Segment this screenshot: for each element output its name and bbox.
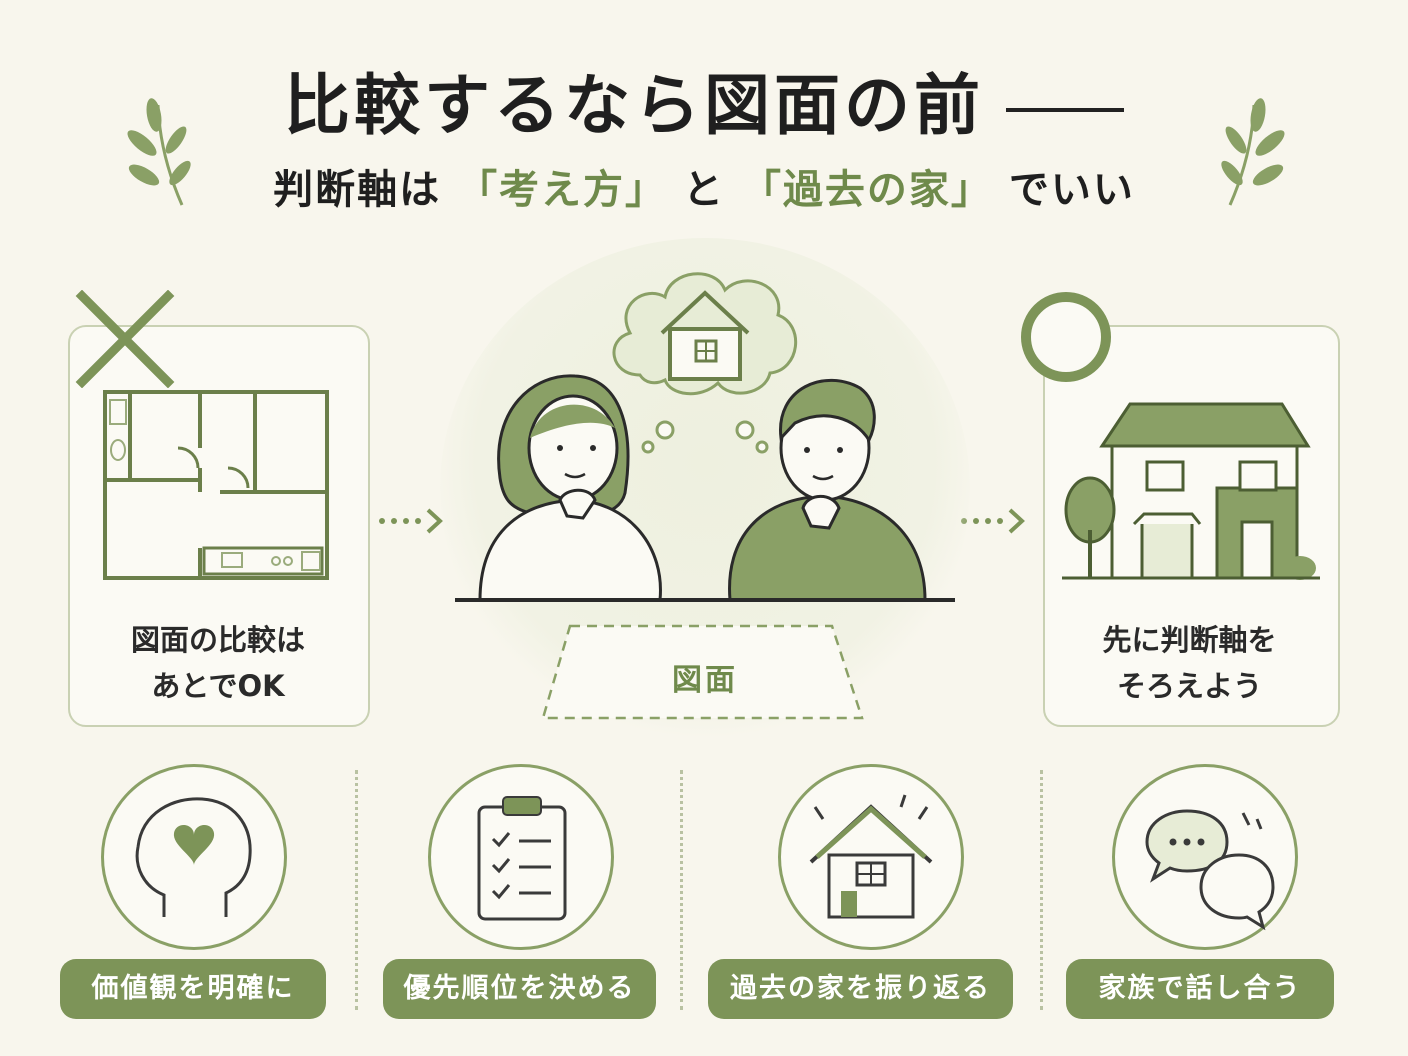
step-4-label: 家族で話し合う bbox=[1066, 959, 1334, 1019]
step-divider-3 bbox=[1040, 770, 1043, 1010]
step-divider-2 bbox=[680, 770, 683, 1010]
page-title: 比較するなら図面の前 bbox=[0, 52, 1408, 148]
left-panel-line-2: あとでOK bbox=[151, 669, 285, 703]
left-panel-text: 図面の比較は あとでOK bbox=[70, 617, 366, 709]
subtitle-part-3: と bbox=[683, 167, 725, 213]
step-4-circle bbox=[1112, 764, 1298, 950]
subtitle-part-1: 判断軸は bbox=[273, 167, 442, 213]
right-panel-line-1: 先に判断軸を bbox=[1102, 623, 1277, 657]
step-1-label: 価値観を明確に bbox=[60, 959, 326, 1019]
left-panel-line-1: 図面の比較は bbox=[130, 623, 305, 657]
head-heart-icon bbox=[135, 797, 252, 917]
leaf-right-icon bbox=[1221, 98, 1285, 206]
step-3-label: 過去の家を振り返る bbox=[708, 959, 1013, 1019]
title-dash bbox=[1006, 107, 1124, 112]
subtitle-part-4: 「過去の家」 bbox=[740, 167, 993, 213]
step-2-circle bbox=[428, 764, 614, 950]
page-subtitle: 判断軸は 「考え方」 と 「過去の家」 でいい bbox=[0, 157, 1408, 215]
chat-bubbles-icon bbox=[1145, 809, 1275, 931]
checklist-icon bbox=[477, 796, 567, 921]
cross-mark-icon bbox=[75, 290, 175, 388]
subtitle-part-5: でいい bbox=[1008, 167, 1135, 213]
floor-plan-icon bbox=[103, 390, 329, 580]
couple-illustration bbox=[455, 374, 955, 602]
right-panel-line-2: そろえよう bbox=[1116, 669, 1262, 703]
title-text: 比較するなら図面の前 bbox=[284, 67, 984, 144]
step-1-circle bbox=[101, 764, 287, 950]
right-panel-text: 先に判断軸を そろえよう bbox=[1043, 617, 1336, 709]
subtitle-part-2: 「考え方」 bbox=[457, 167, 668, 213]
arrow-right-left-icon bbox=[379, 508, 443, 534]
ideal-house-icon bbox=[1062, 402, 1320, 580]
step-3-circle bbox=[778, 764, 964, 950]
thought-bubble-icon bbox=[612, 272, 798, 454]
document-label: 図面 bbox=[672, 663, 738, 698]
house-icon bbox=[809, 794, 933, 919]
step-divider-1 bbox=[355, 770, 358, 1010]
arrow-right-right-icon bbox=[961, 508, 1025, 534]
circle-mark-icon bbox=[1021, 292, 1111, 382]
floor-plan-document bbox=[541, 624, 864, 720]
step-2-label: 優先順位を決める bbox=[383, 959, 656, 1019]
leaf-left-icon bbox=[127, 98, 191, 206]
